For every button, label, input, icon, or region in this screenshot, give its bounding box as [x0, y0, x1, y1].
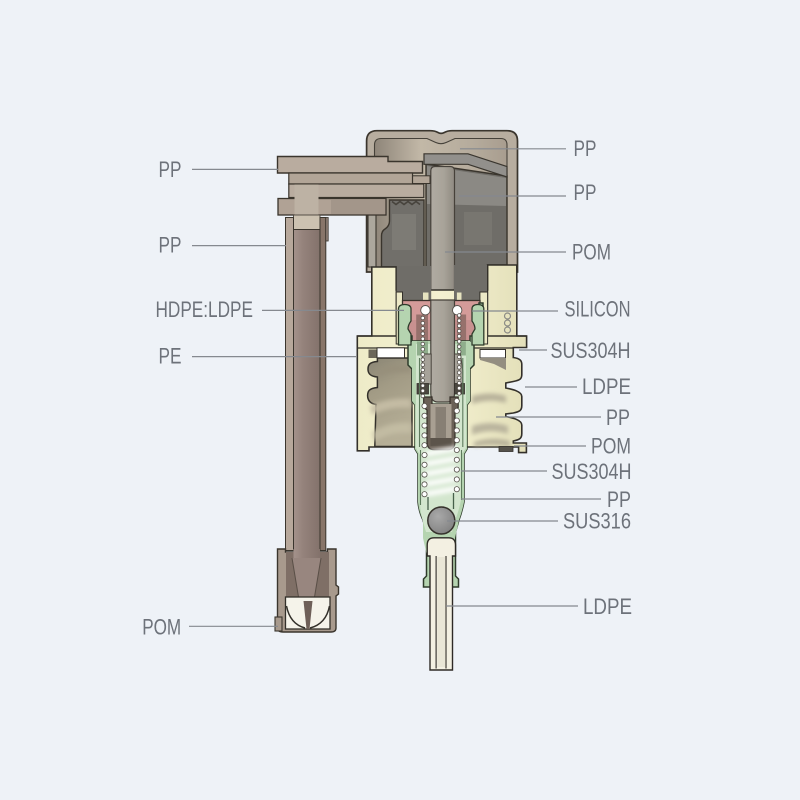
svg-text:LDPE: LDPE: [583, 594, 632, 619]
svg-text:SILICON: SILICON: [565, 297, 631, 322]
svg-text:POM: POM: [591, 434, 631, 459]
svg-text:SUS316: SUS316: [563, 509, 631, 534]
svg-text:LDPE: LDPE: [582, 374, 631, 399]
svg-text:HDPE:LDPE: HDPE:LDPE: [156, 297, 254, 322]
svg-text:PP: PP: [159, 233, 182, 258]
svg-text:POM: POM: [142, 615, 181, 640]
svg-text:SUS304H: SUS304H: [551, 338, 631, 363]
svg-text:PP: PP: [574, 180, 597, 205]
svg-text:POM: POM: [572, 240, 611, 265]
svg-text:PP: PP: [606, 405, 630, 430]
svg-text:PE: PE: [159, 344, 182, 369]
svg-text:SUS304H: SUS304H: [552, 459, 632, 484]
svg-text:PP: PP: [159, 157, 182, 182]
svg-text:PP: PP: [607, 487, 631, 512]
svg-text:PP: PP: [574, 136, 597, 161]
